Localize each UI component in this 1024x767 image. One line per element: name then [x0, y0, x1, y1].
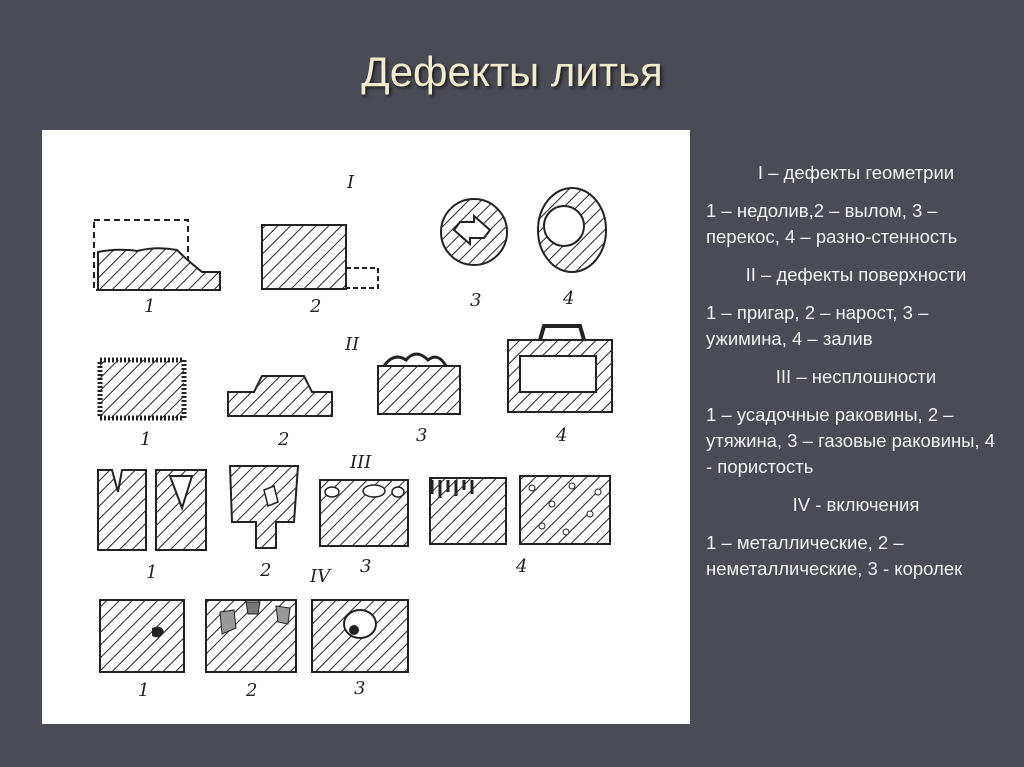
g1-label-2: 2: [309, 296, 321, 317]
g2-label-2: 2: [277, 429, 289, 450]
g1-label-4: 4: [562, 288, 574, 309]
g4-label-3: 3: [354, 678, 365, 699]
legend-inclusions-items: 1 – металлические, 2 – неметаллические, …: [706, 532, 963, 579]
legend-geometry-items: 1 – недолив,2 – вылом, 3 – перекос, 4 – …: [706, 200, 958, 247]
g2-label-4: 4: [555, 425, 567, 446]
g1-label-1: 1: [144, 296, 155, 317]
defect-wall-thickness: [537, 187, 607, 273]
slide-title: Дефекты литья: [361, 48, 663, 95]
defect-sink: [228, 465, 300, 549]
g3-label-3: 3: [360, 556, 371, 577]
legend-panel: I – дефекты геометрии 1 – недолив,2 – вы…: [706, 160, 1006, 594]
defects-figure: I II III IV 1 2 3 4 1: [42, 130, 690, 724]
g3-label-2: 2: [259, 560, 271, 581]
group-ii-header: II: [344, 334, 360, 355]
defect-break: [261, 224, 379, 290]
g2-label-3: 3: [416, 425, 427, 446]
defect-nonmetallic-inclusion: [205, 599, 297, 673]
defect-growth: [227, 375, 333, 417]
defect-burn-on: [97, 357, 187, 421]
defect-porosity: [429, 475, 611, 545]
legend-surface-items: 1 – пригар, 2 – нарост, 3 – ужимина, 4 –…: [706, 302, 929, 349]
defect-shot-inclusion: [311, 599, 409, 673]
g1-label-3: 3: [470, 290, 481, 311]
g2-label-1: 1: [140, 429, 151, 450]
defect-scab: [377, 352, 461, 415]
group-i-header: I: [346, 172, 355, 193]
defect-shift: [440, 198, 508, 266]
legend-discontinuity-heading: III – несплошности: [775, 366, 937, 387]
g4-label-2: 2: [245, 680, 257, 701]
legend-geometry-heading: I – дефекты геометрии: [757, 162, 955, 183]
defect-fin: [507, 324, 613, 413]
g4-label-1: 1: [138, 680, 149, 701]
defect-shrinkage-cavities: [97, 469, 207, 551]
g3-label-1: 1: [146, 562, 157, 583]
legend-surface-heading: II – дефекты поверхности: [745, 264, 967, 285]
g3-label-4: 4: [515, 556, 527, 577]
defect-misrun: [93, 219, 221, 291]
defect-gas-cavities: [319, 479, 409, 547]
legend-inclusions-heading: IV - включения: [792, 494, 920, 515]
defect-metallic-inclusion: [99, 599, 185, 673]
legend-discontinuity-items: 1 – усадочные раковины, 2 – утяжина, 3 –…: [706, 404, 996, 477]
defects-diagram: I II III IV 1 2 3 4 1: [93, 172, 613, 701]
group-iii-header: III: [349, 452, 372, 473]
group-iv-header: IV: [309, 566, 332, 587]
